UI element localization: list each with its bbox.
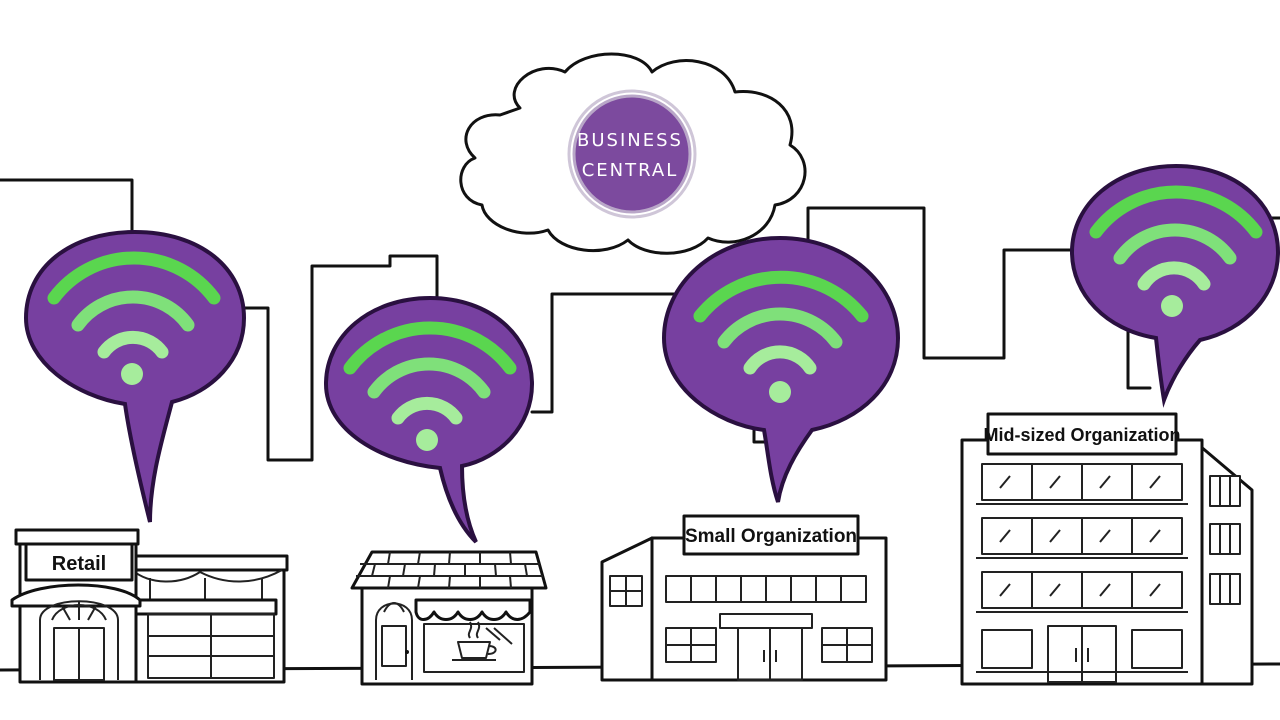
wifi-signal-icon <box>343 321 517 451</box>
building-label-mid-sized-organization: Mid-sized Organization <box>983 425 1180 445</box>
retail-building: Retail <box>10 528 289 684</box>
badge-line-1: BUSINESS <box>577 130 683 151</box>
wifi-bubble-mid-sized-organization <box>1069 163 1280 408</box>
wifi-signal-icon <box>693 270 869 403</box>
wifi-signal-icon <box>47 251 221 385</box>
wifi-bubble-retail <box>23 229 247 523</box>
badge-line-2: CENTRAL <box>582 160 679 181</box>
building-label-small-organization: Small Organization <box>685 526 857 547</box>
coffee-cup-icon <box>452 621 497 661</box>
wifi-bubble-coffee-shop <box>323 295 535 544</box>
business-central-badge <box>572 94 692 214</box>
mid-sized-organization-building: Mid-sized Organization <box>960 412 1254 686</box>
cloud-icon: BUSINESS CENTRAL <box>459 52 807 255</box>
building-label-retail: Retail <box>52 553 106 575</box>
wifi-signal-icon <box>1089 185 1263 317</box>
wifi-bubble-small-organization <box>661 235 901 503</box>
coffee-shop-building <box>350 550 548 686</box>
small-organization-building: Small Organization <box>600 514 888 682</box>
